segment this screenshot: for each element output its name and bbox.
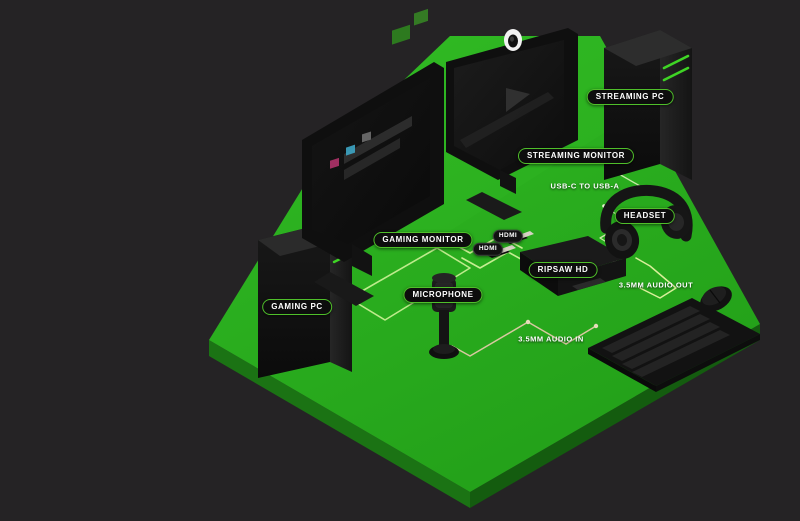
- gaming-monitor-screen: [302, 8, 444, 306]
- keyboard: [588, 298, 760, 392]
- label-ripsaw-hd[interactable]: RIPSAW HD: [528, 262, 598, 278]
- label-3-5mm-audio-in: 3.5MM AUDIO IN: [518, 334, 584, 344]
- label-hdmi-1: HDMI: [472, 242, 504, 256]
- label-gaming-pc[interactable]: GAMING PC: [262, 299, 332, 315]
- webcam-ring: [504, 29, 522, 51]
- label-hdmi-2: HDMI: [492, 229, 524, 243]
- streaming-monitor-screen: [446, 28, 578, 220]
- mouse: [700, 286, 732, 312]
- label-streaming-pc[interactable]: STREAMING PC: [586, 89, 674, 105]
- label-streaming-monitor[interactable]: STREAMING MONITOR: [517, 148, 635, 164]
- label-3-5mm-audio-out: 3.5MM AUDIO OUT: [618, 280, 694, 290]
- label-usb-c-to-usb-a: USB-C TO USB-A: [550, 181, 620, 191]
- label-gaming-monitor[interactable]: GAMING MONITOR: [373, 232, 473, 248]
- label-headset[interactable]: HEADSET: [614, 208, 676, 224]
- label-microphone[interactable]: MICROPHONE: [403, 287, 483, 303]
- streaming-pc-tower: [604, 30, 692, 180]
